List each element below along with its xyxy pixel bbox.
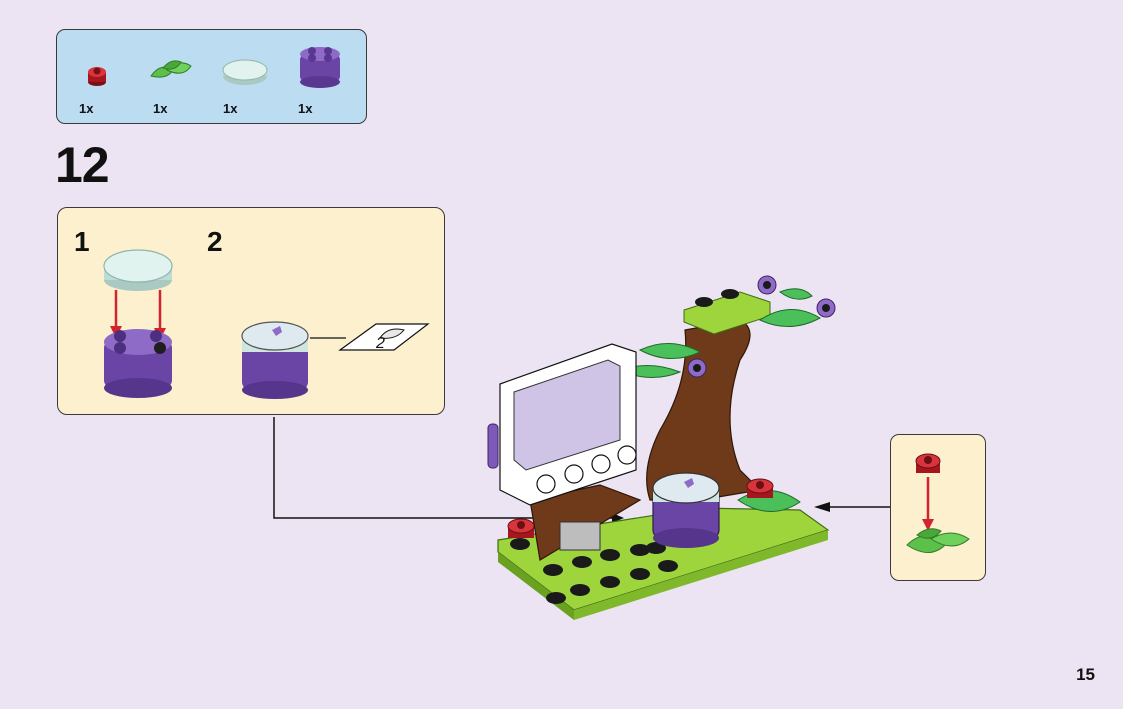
substep-1-illustration: 2 — [103, 249, 430, 399]
part-item: 1x — [147, 40, 207, 120]
part-item: 1x — [79, 40, 139, 120]
rose-leaf-assembly-illustration — [906, 453, 970, 553]
subassembly-panel: 1 2 2 — [57, 207, 445, 415]
part-item: 1x — [219, 40, 279, 120]
sticker-number: 2 — [375, 335, 385, 352]
part-quantity: 1x — [79, 101, 94, 116]
part-quantity: 1x — [223, 101, 238, 116]
step-number: 12 — [55, 137, 110, 193]
green-leaf-piece-icon — [150, 60, 192, 78]
part-quantity: 1x — [153, 101, 168, 116]
substep-number: 1 — [74, 226, 90, 257]
parts-list-panel: 1x 1x 1x 1x — [56, 29, 367, 124]
red-rose-flower-piece-icon — [88, 67, 106, 86]
white-round-tile-icon — [222, 59, 268, 85]
part-quantity: 1x — [298, 101, 313, 116]
part-item: 1x — [294, 40, 354, 120]
substep-number: 2 — [207, 226, 223, 257]
purple-round-brick-icon — [300, 47, 340, 88]
side-subassembly-panel — [890, 434, 986, 581]
page-number: 15 — [1076, 665, 1095, 684]
connector-line — [273, 417, 612, 519]
